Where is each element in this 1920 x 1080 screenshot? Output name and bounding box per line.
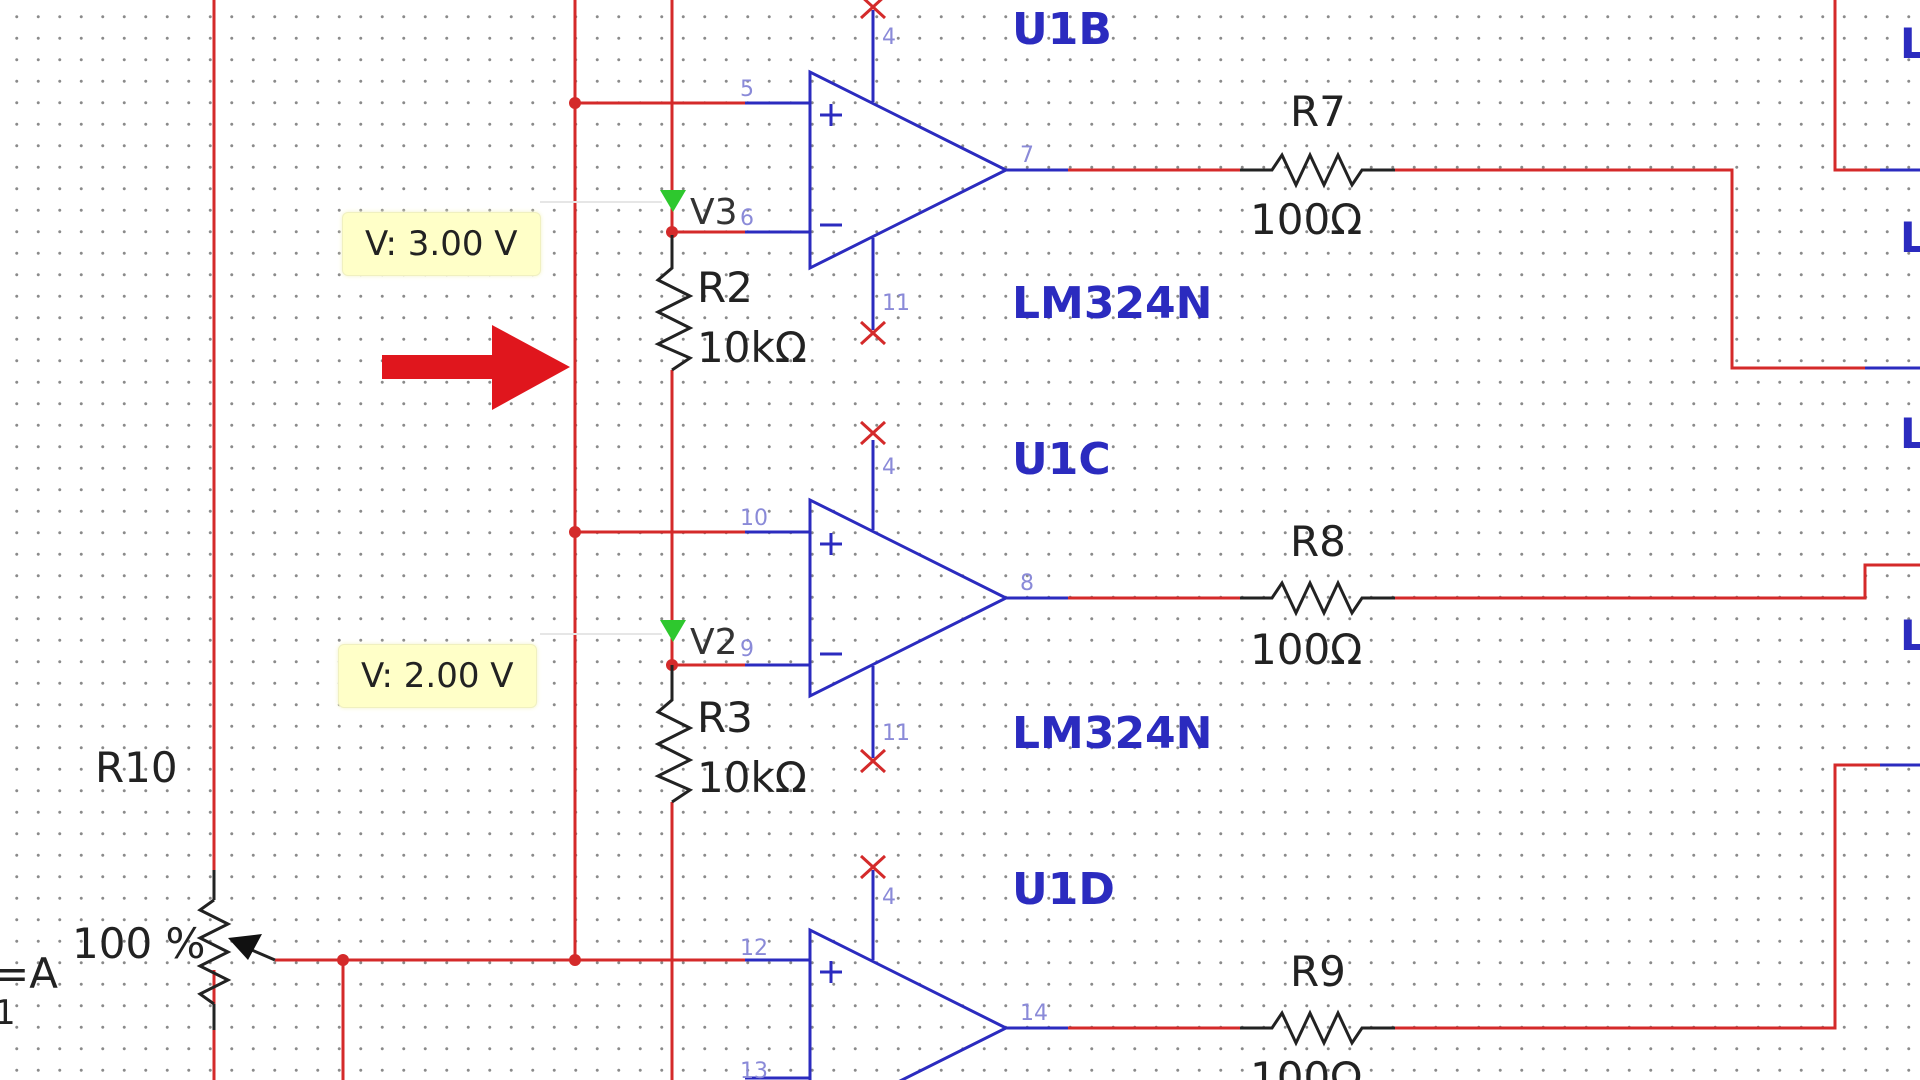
potentiometer-r10-symbol[interactable] [196,870,276,1030]
svg-text:10: 10 [740,506,768,531]
potentiometer-ref-label: R10 [95,743,178,792]
svg-text:13: 13 [740,1059,768,1080]
svg-text:9: 9 [740,637,754,662]
svg-text:11: 11 [882,291,910,316]
resistor-labels: R2 10kΩ R3 10kΩ R7 100Ω R8 100Ω R9 100Ω … [0,87,1362,1080]
svg-text:6: 6 [740,206,754,231]
svg-text:14: 14 [1020,1001,1048,1026]
opamp-u1c-symbol[interactable] [745,440,1068,758]
resistor-ref-label: R2 [697,263,753,312]
svg-text:L: L [1900,611,1920,660]
resistor-ref-label: R3 [697,693,753,742]
resistor-ref-label: R8 [1290,517,1346,566]
resistor-value-label: 10kΩ [697,323,807,372]
resistor-r3-symbol[interactable] [654,665,694,804]
wire-r7-out [1395,168,1865,370]
resistor-value-label: 100Ω [1250,625,1362,674]
junction-dot [337,954,349,966]
resistor-r7-symbol[interactable] [1240,151,1395,189]
junction-dot [569,526,581,538]
junction-dot [666,226,678,238]
probes [660,190,686,642]
svg-text:4: 4 [882,455,896,480]
junction-dot [569,97,581,109]
svg-text:L: L [1900,213,1920,262]
partial-key-label: =A [0,949,58,998]
svg-text:5: 5 [740,77,754,102]
svg-text:L: L [1900,409,1920,458]
opamp-model-label: LM324N [1012,278,1213,329]
opamp-ref-label: U1B [1012,4,1112,55]
partial-sub-label: 1 [0,993,16,1033]
wire-right-top [1833,0,1905,172]
labels: U1B LM324N U1C LM324N U1D 4 5 6 7 11 4 1… [0,4,1362,1080]
potentiometer-wiper-arrow [228,934,262,960]
probe-v2-label: V2 [690,622,738,663]
svg-text:4: 4 [882,25,896,50]
pin-numbers: 4 5 6 7 11 4 10 9 8 11 4 12 13 14 [740,25,1048,1080]
wire-r8-out [1395,563,1920,600]
junction-dot [569,954,581,966]
opamp-u1b-symbol[interactable] [745,10,1068,330]
resistor-value-label: 100Ω [1250,1053,1362,1080]
resistor-r8-symbol[interactable] [1240,579,1395,617]
annotation-arrow [382,325,570,410]
probe-v2-readout[interactable]: V: 2.00 V [338,644,537,708]
potentiometer-setting-label: 100 % [72,919,205,968]
svg-text:7: 7 [1020,143,1034,168]
probe-v2-marker[interactable] [660,620,686,642]
svg-text:12: 12 [740,936,768,961]
probe-v3-readout[interactable]: V: 3.00 V [342,212,541,276]
svg-text:11: 11 [882,721,910,746]
wires [212,0,1920,1080]
resistor-r9-symbol[interactable] [1240,1009,1395,1047]
probe-v3-label: V3 [690,192,738,233]
opamp-ref-label: U1C [1012,434,1111,485]
svg-text:L: L [1900,19,1920,68]
resistor-value-label: 100Ω [1250,195,1362,244]
resistor-ref-label: R9 [1290,947,1346,996]
probe-v3-marker[interactable] [660,190,686,212]
opamp-model-label: LM324N [1012,708,1213,759]
probe-labels: V3 V2 [690,192,738,663]
wire-r9-out [1395,763,1905,1030]
right-edge-stubs [1865,168,1920,767]
resistor-value-label: 10kΩ [697,753,807,802]
junctions [337,97,678,966]
svg-text:8: 8 [1020,571,1034,596]
svg-text:4: 4 [882,885,896,910]
opamp-u1d-symbol[interactable] [745,870,1068,1080]
resistor-ref-label: R7 [1290,87,1346,136]
offpage-labels: L L L L [1900,19,1920,660]
resistor-r2-symbol[interactable] [654,235,694,372]
opamp-ref-label: U1D [1012,864,1115,915]
no-connect-markers [859,0,887,880]
probe-leader-lines [540,201,662,635]
